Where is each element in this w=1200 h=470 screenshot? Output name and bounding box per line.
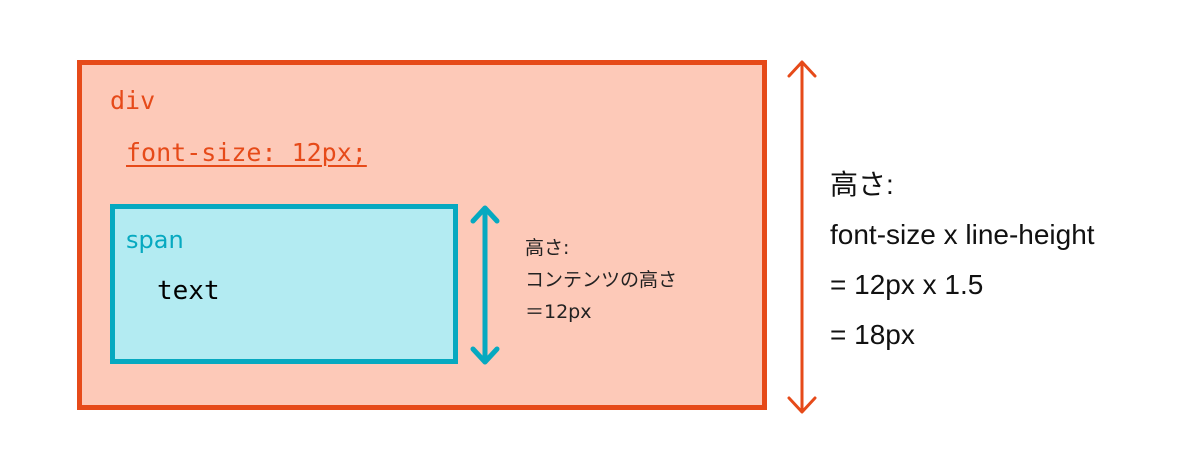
div-height-note: 高さ: font-size x line-height = 12px x 1.5… bbox=[830, 160, 1095, 360]
div-label: div bbox=[110, 86, 156, 115]
font-size-declaration: font-size: 12px; bbox=[126, 138, 367, 167]
span-height-note-line: コンテンツの高さ bbox=[525, 269, 678, 291]
div-height-arrow-icon bbox=[787, 60, 817, 414]
span-height-note-line: ＝12px bbox=[525, 301, 592, 323]
span-box bbox=[110, 204, 458, 364]
span-height-note: 高さ: コンテンツの高さ ＝12px bbox=[525, 232, 677, 328]
span-label: span bbox=[126, 226, 184, 254]
span-text-content: text bbox=[157, 276, 220, 306]
div-height-note-line: 高さ: bbox=[830, 169, 894, 200]
span-height-arrow-icon bbox=[470, 205, 500, 365]
div-height-note-line: = 12px x 1.5 bbox=[830, 269, 984, 300]
div-height-note-line: font-size x line-height bbox=[830, 219, 1095, 250]
span-height-note-line: 高さ: bbox=[525, 237, 570, 259]
div-height-note-line: = 18px bbox=[830, 319, 915, 350]
